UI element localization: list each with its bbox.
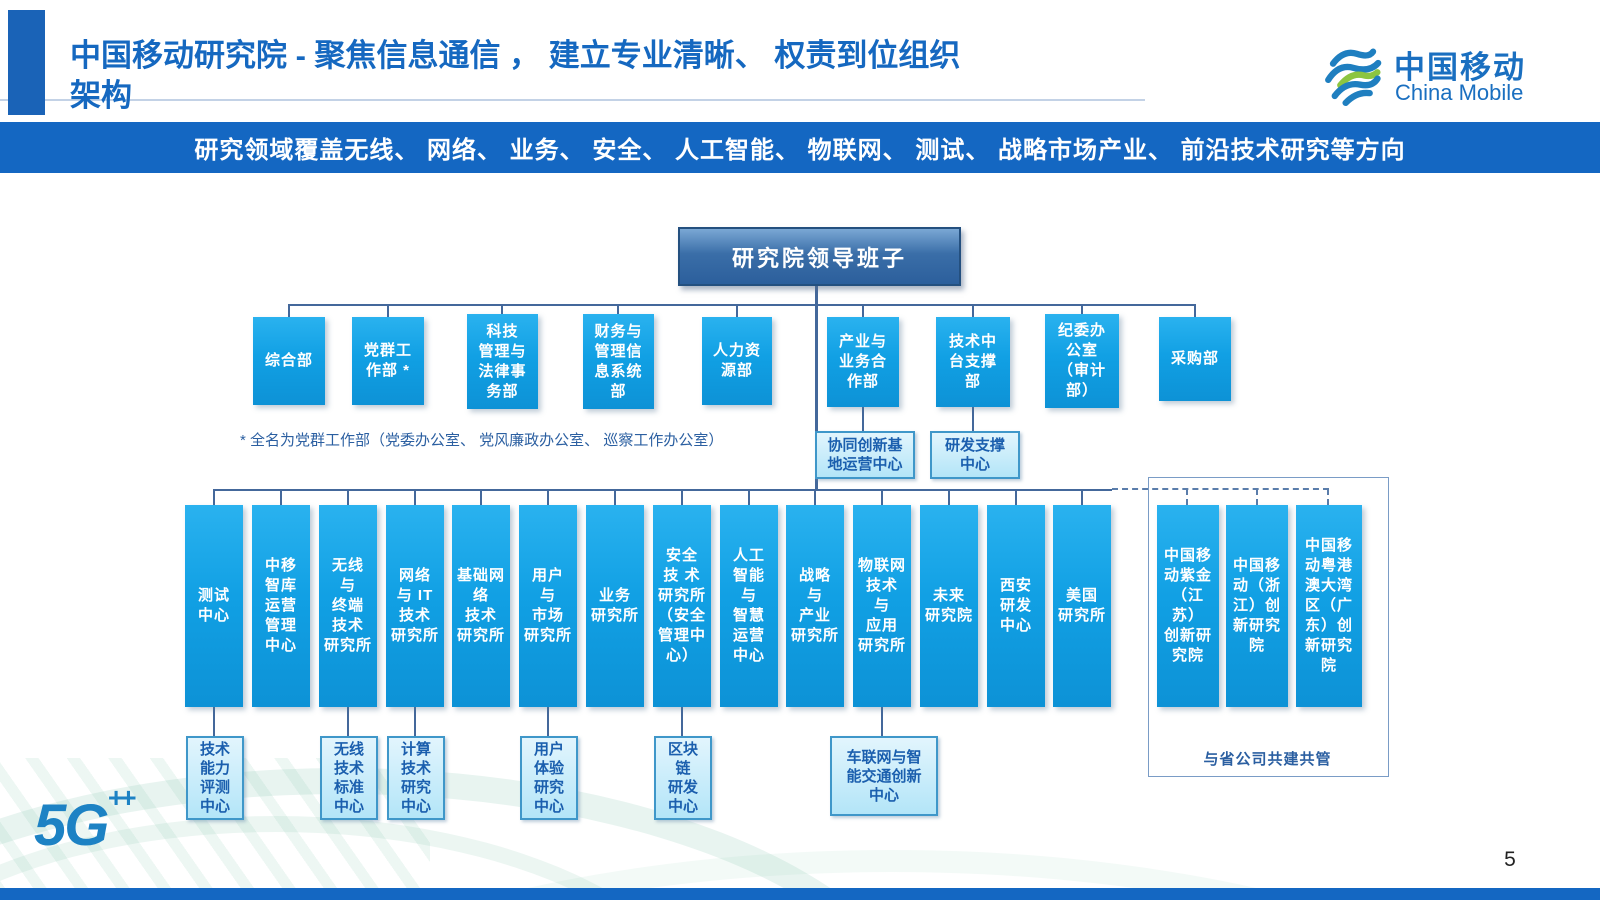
connector-stub	[347, 707, 349, 736]
connector-stub	[213, 707, 215, 736]
sub-center-box: 用户 体验 研究 中心	[520, 736, 578, 820]
dept-box: 党群工 作部 *	[352, 317, 424, 405]
connector-stub	[414, 489, 416, 505]
connector-stub	[614, 489, 616, 505]
china-mobile-logo-cn: 中国移动	[1394, 50, 1526, 85]
title-underline	[0, 99, 1145, 101]
dept-box: 财务与 管理信 息系统 部	[583, 314, 654, 409]
5g-logo-text: 5G	[34, 793, 109, 858]
connector-stub	[1015, 489, 1017, 505]
connector-stub	[213, 489, 215, 505]
connector-stub	[480, 489, 482, 505]
sub-center-box: 计算 技术 研究 中心	[387, 736, 445, 820]
unit-box: 未来 研究院	[920, 505, 978, 707]
china-mobile-logo-en: China Mobile	[1395, 80, 1524, 105]
joint-group-label: 与省公司共建共管	[1203, 751, 1332, 768]
header-accent-block	[8, 10, 45, 115]
connector-stub	[681, 489, 683, 505]
5g-logo-plus: ++	[107, 782, 136, 813]
unit-box: 基础网 络 技术 研究所	[452, 505, 510, 707]
unit-box: 物联网 技术 与 应用 研究所	[853, 505, 911, 707]
connector-stub	[881, 707, 883, 736]
footnote: * 全名为党群工作部（党委办公室、 党风廉政办公室、 巡察工作办公室）	[240, 432, 724, 449]
connector-stub	[748, 489, 750, 505]
unit-box: 西安 研发 中心	[987, 505, 1045, 707]
5g-plus-logo: 5G++	[34, 782, 136, 859]
sub-center-box: 区块 链 研发 中心	[654, 736, 712, 820]
subtitle-banner-text: 研究领域覆盖无线、 网络、 业务、 安全、 人工智能、 物联网、 测试、 战略市…	[194, 137, 1406, 164]
dept-box: 综合部	[253, 317, 325, 405]
connector-stub	[881, 489, 883, 505]
connector-stub	[972, 407, 974, 431]
connector-stub	[280, 489, 282, 505]
dept-box: 产业与 业务合 作部	[827, 317, 899, 407]
joint-group-frame	[1148, 477, 1389, 777]
joint-unit-box: 中国移 动粤港 澳大湾 区（广 东）创 新研究 院	[1296, 505, 1362, 707]
connector-row2-dashed	[1112, 488, 1329, 490]
sub-center-box: 无线 技术 标准 中心	[320, 736, 378, 820]
connector-stub	[547, 489, 549, 505]
connector-stub	[948, 489, 950, 505]
connector-stub-dashed	[1327, 489, 1329, 505]
unit-box: 安全 技 术 研究所 （安全 管理中 心）	[653, 505, 711, 707]
sub-center-box: 技术 能力 评测 中心	[186, 736, 244, 820]
connector-stub	[972, 304, 974, 318]
dept-box: 人力资 源部	[702, 317, 772, 405]
connector-stub	[1081, 489, 1083, 505]
connector-stub	[862, 407, 864, 431]
root-box: 研究院领导班子	[678, 227, 961, 286]
dept-box: 技术中 台支撑 部	[936, 317, 1010, 407]
unit-box: 中移 智库 运营 管理 中心	[252, 505, 310, 707]
bottom-accent-bar	[0, 888, 1600, 900]
sub-center-box: 协同创新基 地运营中心	[815, 431, 915, 479]
connector-stub	[414, 707, 416, 736]
connector-stub-dashed	[1256, 489, 1258, 505]
connector-stub	[617, 304, 619, 316]
unit-box: 人工 智能 与 智慧 运营 中心	[720, 505, 778, 707]
connector-stub	[347, 489, 349, 505]
page-title: 中国移动研究院 - 聚焦信息通信 ， 建立专业清晰、 权责到位组织架构	[70, 36, 1230, 116]
unit-box: 无线 与 终端 技术 研究所	[319, 505, 377, 707]
connector-stub	[288, 304, 290, 318]
joint-unit-box: 中国移 动（浙 江）创 新研究 院	[1226, 505, 1288, 707]
wave-arc-decoration	[0, 768, 942, 900]
connector-stub	[862, 304, 864, 318]
subtitle-banner: 研究领域覆盖无线、 网络、 业务、 安全、 人工智能、 物联网、 测试、 战略市…	[0, 122, 1600, 173]
connector-stub-dashed	[1186, 489, 1188, 505]
unit-box: 网络 与 IT 技术 研究所	[386, 505, 444, 707]
sub-center-box: 车联网与智 能交通创新 中心	[830, 736, 938, 816]
dept-box: 科技 管理与 法律事 务部	[467, 314, 538, 409]
connector-row2	[213, 489, 1112, 491]
dept-box: 采购部	[1159, 317, 1231, 401]
connector-trunk	[815, 282, 818, 490]
connector-stub	[681, 707, 683, 736]
connector-stub	[1081, 304, 1083, 316]
unit-box: 美国 研究所	[1053, 505, 1111, 707]
sub-center-box: 研发支撑 中心	[930, 431, 1020, 479]
unit-box: 用户 与 市场 研究所	[519, 505, 577, 707]
unit-box: 战略 与 产业 研究所	[786, 505, 844, 707]
connector-stub	[1194, 304, 1196, 318]
page-title-line1: 中国移动研究院 - 聚焦信息通信 ， 建立专业清晰、 权责到位组织	[70, 38, 961, 73]
connector-stub	[501, 304, 503, 316]
unit-box: 测试 中心	[185, 505, 243, 707]
connector-stub	[814, 489, 816, 505]
connector-stub	[736, 304, 738, 318]
connector-stub	[387, 304, 389, 318]
dept-box: 纪委办 公室 （审计 部）	[1045, 314, 1119, 408]
connector-stub	[547, 707, 549, 736]
unit-box: 业务 研究所	[586, 505, 644, 707]
china-mobile-logo-icon	[1325, 48, 1382, 107]
page-number: 5	[1504, 848, 1516, 871]
page-title-line2: 架构	[70, 78, 132, 113]
connector-row1	[288, 304, 1196, 306]
china-mobile-logo: 中国移动 China Mobile	[1318, 40, 1548, 110]
joint-unit-box: 中国移 动紫金 （江苏） 创新研 究院	[1157, 505, 1219, 707]
